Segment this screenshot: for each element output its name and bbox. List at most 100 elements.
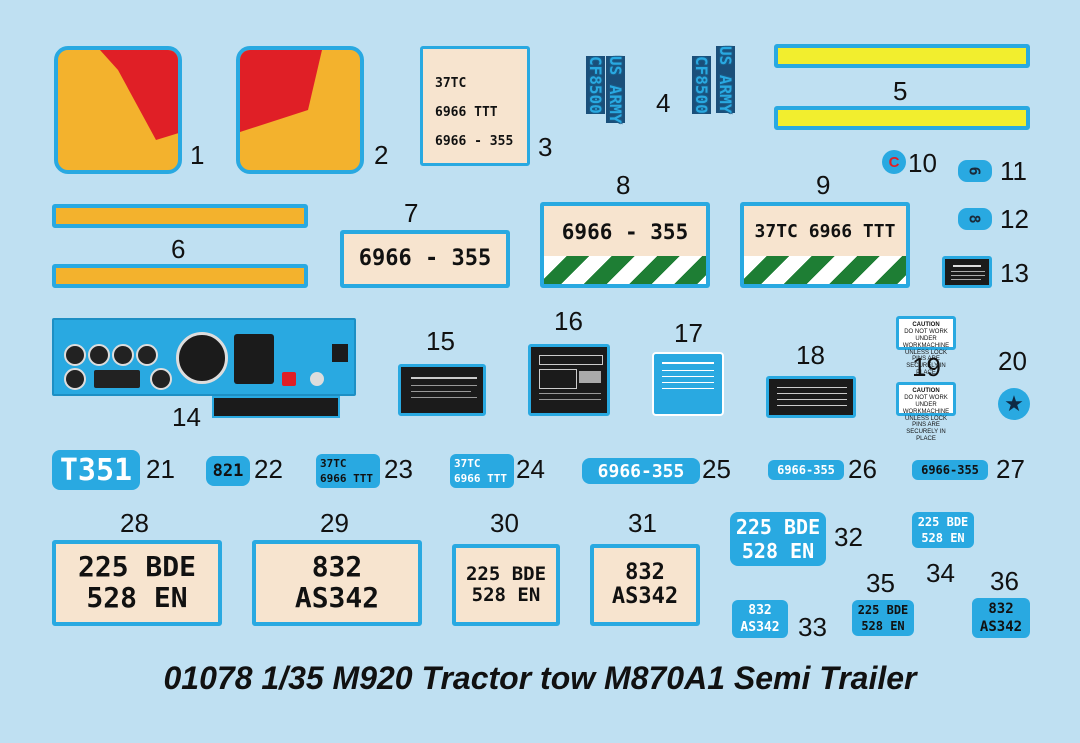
decal-24-line2: 6966 TTT: [454, 472, 507, 485]
label-23: 23: [384, 454, 413, 484]
decal-30-line1: 225 BDE: [465, 563, 547, 586]
label-28: 28: [120, 508, 149, 538]
decal-4-right: US ARMY CF8500: [686, 46, 744, 136]
label-6: 6: [171, 234, 186, 264]
decal-28-line2: 528 EN: [86, 581, 188, 614]
label-21: 21: [146, 454, 175, 484]
decal-19-top-body: DO NOT WORK UNDER WORKMACHINE UNLESS LOC…: [902, 328, 950, 377]
decal-29-line1: 832: [311, 550, 363, 584]
warning-light-icon: [282, 372, 296, 386]
decal-7-text: 6966 - 355: [358, 245, 492, 271]
label-9: 9: [816, 170, 831, 200]
label-17: 17: [674, 318, 703, 348]
label-20: 20: [998, 346, 1027, 376]
decal-20-star-icon: ★: [998, 388, 1030, 420]
decal-21: T351: [52, 450, 140, 490]
label-32: 32: [834, 522, 863, 552]
decal-31-line2: AS342: [611, 584, 679, 609]
decal-22: 821: [206, 456, 250, 486]
decal-8-hazard-stripes: [544, 256, 706, 284]
label-22: 22: [254, 454, 283, 484]
decal-23: 37TC 6966 TTT: [316, 454, 380, 488]
label-2: 2: [374, 140, 389, 170]
gauge-icon: [88, 344, 110, 366]
decal-3-line2: 6966 TTT: [435, 105, 498, 120]
gauge-icon: [112, 344, 134, 366]
decal-30: 225 BDE 528 EN: [452, 544, 560, 626]
decal-26: 6966-355: [768, 460, 844, 480]
decal-27-text: 6966-355: [921, 463, 979, 477]
decal-10-text: C: [888, 153, 900, 171]
decal-2: [236, 46, 364, 174]
decal-7: 6966 - 355: [340, 230, 510, 288]
decal-4-text-b: CF8500: [586, 56, 605, 114]
label-27: 27: [996, 454, 1025, 484]
label-25: 25: [702, 454, 731, 484]
decal-29-line2: AS342: [294, 581, 380, 614]
decal-36: 832 AS342: [972, 598, 1030, 638]
decal-24: 37TC 6966 TTT: [450, 454, 514, 488]
decal-27: 6966-355: [912, 460, 988, 480]
label-24: 24: [516, 454, 545, 484]
decal-26-text: 6966-355: [777, 463, 835, 477]
decal-28-line1: 225 BDE: [77, 550, 196, 584]
label-33: 33: [798, 612, 827, 642]
decal-11: 6: [958, 160, 992, 182]
decal-13: [942, 256, 992, 288]
label-30: 30: [490, 508, 519, 538]
speedometer-icon: [176, 332, 228, 384]
decal-3-line3: 6966 - 355: [435, 134, 514, 149]
label-31: 31: [628, 508, 657, 538]
decal-3: 37TC 6966 TTT 6966 - 355: [420, 46, 530, 166]
decal-24-line1: 37TC: [454, 457, 481, 470]
decal-28: 225 BDE 528 EN: [52, 540, 222, 626]
decal-32b: 225 BDE 528 EN: [912, 512, 974, 548]
decal-8: 6966 - 355: [540, 202, 710, 288]
label-3: 3: [538, 132, 553, 162]
label-34: 34: [926, 558, 955, 588]
decal-5-stripe-bottom: [774, 106, 1030, 130]
decal-32-line2: 528 EN: [741, 539, 815, 563]
decal-1: [54, 46, 182, 174]
gauge-icon: [64, 344, 86, 366]
decal-30-line2: 528 EN: [471, 584, 541, 606]
decal-25-text: 6966-355: [597, 460, 685, 482]
decal-15: [398, 364, 486, 416]
decal-19-bottom-body: DO NOT WORK UNDER WORKMACHINE UNLESS LOC…: [902, 394, 950, 443]
label-14: 14: [172, 402, 201, 432]
decal-33: 832 AS342: [732, 600, 788, 638]
decal-4-text-d: CF8500: [692, 56, 711, 114]
label-36: 36: [990, 566, 1019, 596]
decal-22-text: 821: [212, 461, 244, 481]
label-5: 5: [893, 76, 908, 106]
decal-19-bottom-heading: CAUTION: [912, 388, 940, 394]
decal-31-line1: 832: [625, 559, 665, 585]
control-cluster: [234, 334, 274, 384]
decal-31: 832 AS342: [590, 544, 700, 626]
decal-23-line1: 37TC: [320, 457, 347, 470]
label-15: 15: [426, 326, 455, 356]
decal-19-top-heading: CAUTION: [912, 322, 940, 328]
decal-35-line2: 528 EN: [861, 619, 905, 633]
decal-32: 225 BDE 528 EN: [730, 512, 826, 566]
gauge-icon: [150, 368, 172, 390]
decal-12-text: 8: [966, 214, 984, 224]
dial-icon: [310, 372, 324, 386]
decal-25: 6966-355: [582, 458, 700, 484]
red-triangle-icon: [240, 50, 322, 132]
red-triangle-icon: [100, 50, 178, 140]
decal-23-line2: 6966 TTT: [320, 472, 373, 485]
label-18: 18: [796, 340, 825, 370]
label-35: 35: [866, 568, 895, 598]
decal-29: 832 AS342: [252, 540, 422, 626]
label-16: 16: [554, 306, 583, 336]
label-10: 10: [908, 148, 937, 178]
decal-32b-line2: 528 EN: [921, 531, 965, 545]
decal-36-line2: AS342: [979, 619, 1023, 635]
decal-32b-line1: 225 BDE: [917, 515, 969, 529]
decal-6-stripe-top: [52, 204, 308, 228]
decal-36-line1: 832: [988, 601, 1014, 617]
decal-35-line1: 225 BDE: [857, 603, 909, 617]
decal-5-stripe-top: [774, 44, 1030, 68]
decal-17: [652, 352, 724, 416]
